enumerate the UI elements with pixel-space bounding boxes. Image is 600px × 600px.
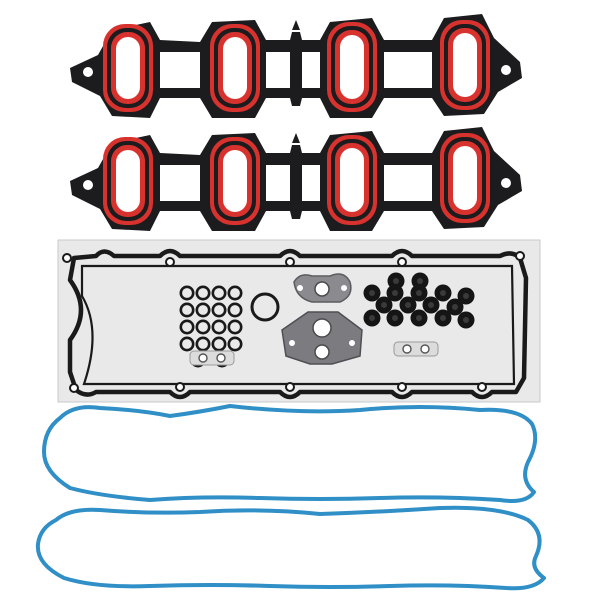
valley-bolt-holes bbox=[62, 251, 525, 393]
small-plate-gasket-right bbox=[393, 341, 439, 357]
intake-manifold-gasket-upper bbox=[70, 14, 522, 118]
small-plate-gasket-left bbox=[189, 350, 235, 366]
o-ring-large bbox=[250, 292, 280, 322]
valley-cover-gasket bbox=[67, 248, 529, 400]
egr-gasket-lower bbox=[281, 311, 363, 365]
valve-cover-gasket-upper bbox=[42, 404, 538, 503]
valve-cover-gasket-lower bbox=[35, 505, 546, 591]
valley-cover-gasket-inner bbox=[80, 264, 516, 386]
intake-manifold-gasket-lower bbox=[70, 127, 522, 231]
egr-gasket-upper bbox=[293, 273, 352, 303]
